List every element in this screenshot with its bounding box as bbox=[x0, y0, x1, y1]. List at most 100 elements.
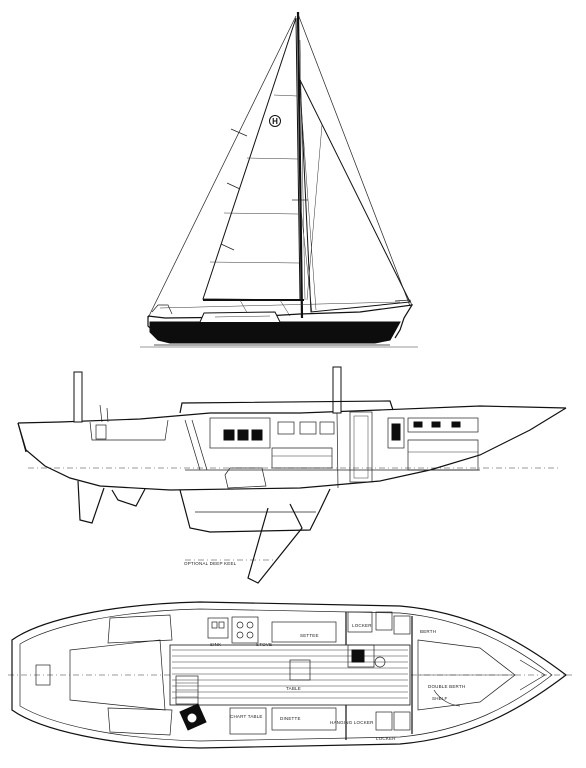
head-mirror bbox=[391, 423, 401, 441]
sink-bowl-2 bbox=[218, 621, 225, 629]
sink bbox=[207, 617, 229, 639]
step-treads bbox=[176, 682, 198, 698]
port-1 bbox=[277, 421, 295, 435]
v-berth-filler bbox=[433, 689, 461, 707]
sail-plan: H bbox=[140, 11, 418, 348]
locker-4 bbox=[393, 711, 411, 731]
galley-window-3 bbox=[251, 429, 263, 441]
main-seam-3 bbox=[223, 212, 299, 215]
hull-topsides bbox=[149, 321, 401, 344]
locker-1 bbox=[375, 611, 393, 631]
shroud-lower bbox=[299, 199, 313, 313]
lifeline bbox=[159, 301, 401, 309]
port-2 bbox=[299, 421, 317, 435]
shelf-mark-3 bbox=[451, 421, 461, 428]
rudder-skeg bbox=[77, 480, 105, 524]
label-chart-table: CHART TABLE bbox=[230, 714, 263, 719]
label-stove: STOVE bbox=[256, 642, 272, 647]
locker-3 bbox=[375, 711, 393, 731]
forward-shelf bbox=[407, 417, 479, 433]
companionway-ladder bbox=[184, 419, 208, 471]
batten-3 bbox=[220, 243, 235, 251]
headstay bbox=[297, 13, 411, 307]
burner-2 bbox=[246, 621, 254, 629]
label-dinette: DINETTE bbox=[280, 716, 301, 721]
shelf-mark-2 bbox=[431, 421, 441, 428]
burner-3 bbox=[236, 631, 244, 639]
lazarette-hatch bbox=[35, 664, 51, 686]
stove bbox=[231, 616, 259, 644]
profile-cabin-trunk bbox=[179, 400, 394, 414]
halyard bbox=[299, 39, 306, 301]
port-3 bbox=[319, 421, 335, 435]
sink-bowl-1 bbox=[211, 621, 218, 629]
engine bbox=[224, 467, 267, 489]
quarter-berth-port bbox=[107, 614, 173, 644]
saloon-table bbox=[289, 659, 311, 681]
cabin-ports bbox=[214, 315, 271, 318]
stanchion-aft-2 bbox=[106, 407, 109, 423]
label-locker: LOCKER bbox=[352, 623, 372, 628]
head-compartment bbox=[387, 417, 405, 449]
burner-4 bbox=[246, 631, 254, 639]
hanging-locker bbox=[349, 411, 373, 483]
label-sink: SINK bbox=[210, 642, 221, 647]
inboard-profile: OPTIONAL DEEP KEEL bbox=[17, 366, 567, 584]
port-settee bbox=[271, 621, 337, 643]
jib-leech-line bbox=[306, 124, 323, 301]
sheerline bbox=[147, 304, 414, 339]
optional-keel-label: OPTIONAL DEEP KEEL bbox=[184, 561, 237, 566]
stbd-settee bbox=[271, 707, 337, 731]
label-settee: SETTEE bbox=[300, 633, 319, 638]
main-seam-4 bbox=[209, 261, 300, 264]
keel bbox=[179, 488, 331, 533]
plan-hull bbox=[11, 601, 567, 749]
cabin-house bbox=[199, 311, 281, 323]
mast bbox=[296, 11, 304, 319]
quarter-berth-stbd bbox=[107, 707, 173, 736]
galley-window-2 bbox=[237, 429, 249, 441]
chain-locker bbox=[519, 659, 546, 691]
locker-2 bbox=[393, 615, 411, 635]
cockpit-locker bbox=[95, 424, 107, 440]
label-table: TABLE bbox=[286, 686, 301, 691]
galley-window-1 bbox=[223, 429, 235, 441]
rudder bbox=[111, 488, 146, 507]
sail-insignia-circle bbox=[269, 115, 281, 127]
main-seam-1 bbox=[273, 94, 298, 97]
profile-transom bbox=[17, 422, 27, 453]
mast-stub bbox=[332, 366, 342, 414]
saloon-settee bbox=[271, 447, 333, 469]
mast-step-line bbox=[336, 412, 339, 489]
profile-hull bbox=[17, 407, 567, 491]
shelf-mark-1 bbox=[413, 421, 423, 428]
galley-cabinet bbox=[209, 417, 271, 449]
accommodation-plan: SETTEE BERTH HANGING LOCKER DOUBLE BERTH… bbox=[8, 601, 572, 749]
label-hanging-locker: HANGING LOCKER bbox=[330, 720, 374, 725]
head-sink bbox=[374, 656, 386, 668]
engine-vent bbox=[187, 713, 197, 723]
chart-table bbox=[229, 707, 267, 735]
plan-deck-line bbox=[19, 608, 553, 742]
bow-pulpit bbox=[394, 299, 413, 307]
label-berth: BERTH bbox=[420, 629, 436, 634]
sail-insignia: H bbox=[272, 117, 278, 126]
burner-1 bbox=[236, 621, 244, 629]
optional-deep-keel bbox=[247, 503, 303, 584]
hanging-locker-door bbox=[353, 415, 369, 479]
label-shelf: SHELF bbox=[432, 696, 448, 701]
backstay bbox=[147, 15, 297, 319]
cockpit-well bbox=[89, 419, 169, 441]
boom-vang bbox=[279, 299, 291, 317]
profile-sheer bbox=[17, 405, 567, 424]
head-toilet bbox=[351, 649, 365, 663]
batten-2 bbox=[226, 182, 241, 190]
mizzen-stub bbox=[73, 371, 83, 423]
stern-pulpit bbox=[151, 304, 173, 315]
stanchion-aft bbox=[99, 404, 103, 423]
head-plan bbox=[347, 644, 375, 668]
label-double-berth: DOUBLE BERTH bbox=[428, 684, 465, 689]
jib-sail bbox=[299, 79, 411, 313]
